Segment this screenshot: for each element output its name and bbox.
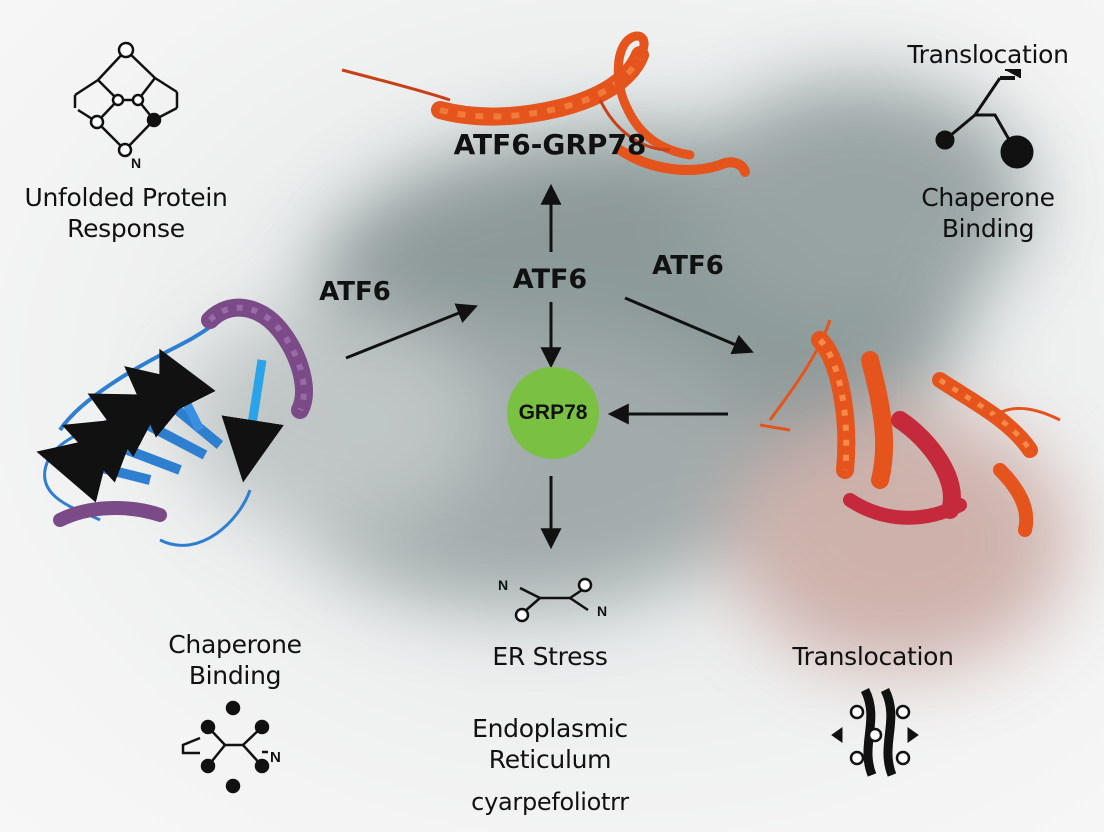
- n-glyph-er-right: N: [597, 603, 607, 619]
- atf6-left-arrow-label: ATF6: [319, 277, 391, 307]
- atf6-right-arrow-label: ATF6: [652, 251, 724, 281]
- chaperone-icon: [181, 700, 270, 794]
- er-stress-molecule-icon: [514, 577, 593, 623]
- arrow-atf6-to-right-protein: [624, 296, 754, 355]
- n-glyph-er-left: N: [498, 577, 508, 593]
- arrow-left-protein-to-atf6: [345, 303, 478, 360]
- branch-icon-top-right: [935, 69, 1034, 169]
- atf6-center-label: ATF6: [512, 264, 588, 295]
- er-stress-label: ER Stress: [492, 642, 608, 671]
- n-glyph-top-left: N: [131, 155, 141, 171]
- unfolded-protein-response-label: Unfolded Protein Response: [24, 183, 228, 243]
- translocation-icon: [831, 687, 919, 777]
- right-orange-protein: [759, 319, 1061, 537]
- chaperone-binding-right-label: Chaperone Binding: [921, 183, 1055, 243]
- endoplasmic-reticulum-label: Endoplasmic Reticulum: [472, 714, 628, 774]
- atf6-grp78-complex-protein: [341, 31, 750, 177]
- grp78-node: GRP78: [507, 367, 599, 459]
- translocation-bottom-label: Translocation: [792, 642, 954, 671]
- footer-text: cyarpefoliotrr: [471, 788, 629, 816]
- n-glyph-bottom-left: N: [270, 749, 281, 766]
- chaperone-binding-bottom-label: Chaperone Binding: [168, 630, 302, 690]
- molecule-icon: [73, 41, 179, 158]
- atf6-grp78-complex-label: ATF6-GRP78: [453, 128, 647, 161]
- left-blue-protein: [36, 298, 313, 547]
- grp78-label: GRP78: [518, 401, 588, 424]
- translocation-top-label: Translocation: [907, 40, 1069, 69]
